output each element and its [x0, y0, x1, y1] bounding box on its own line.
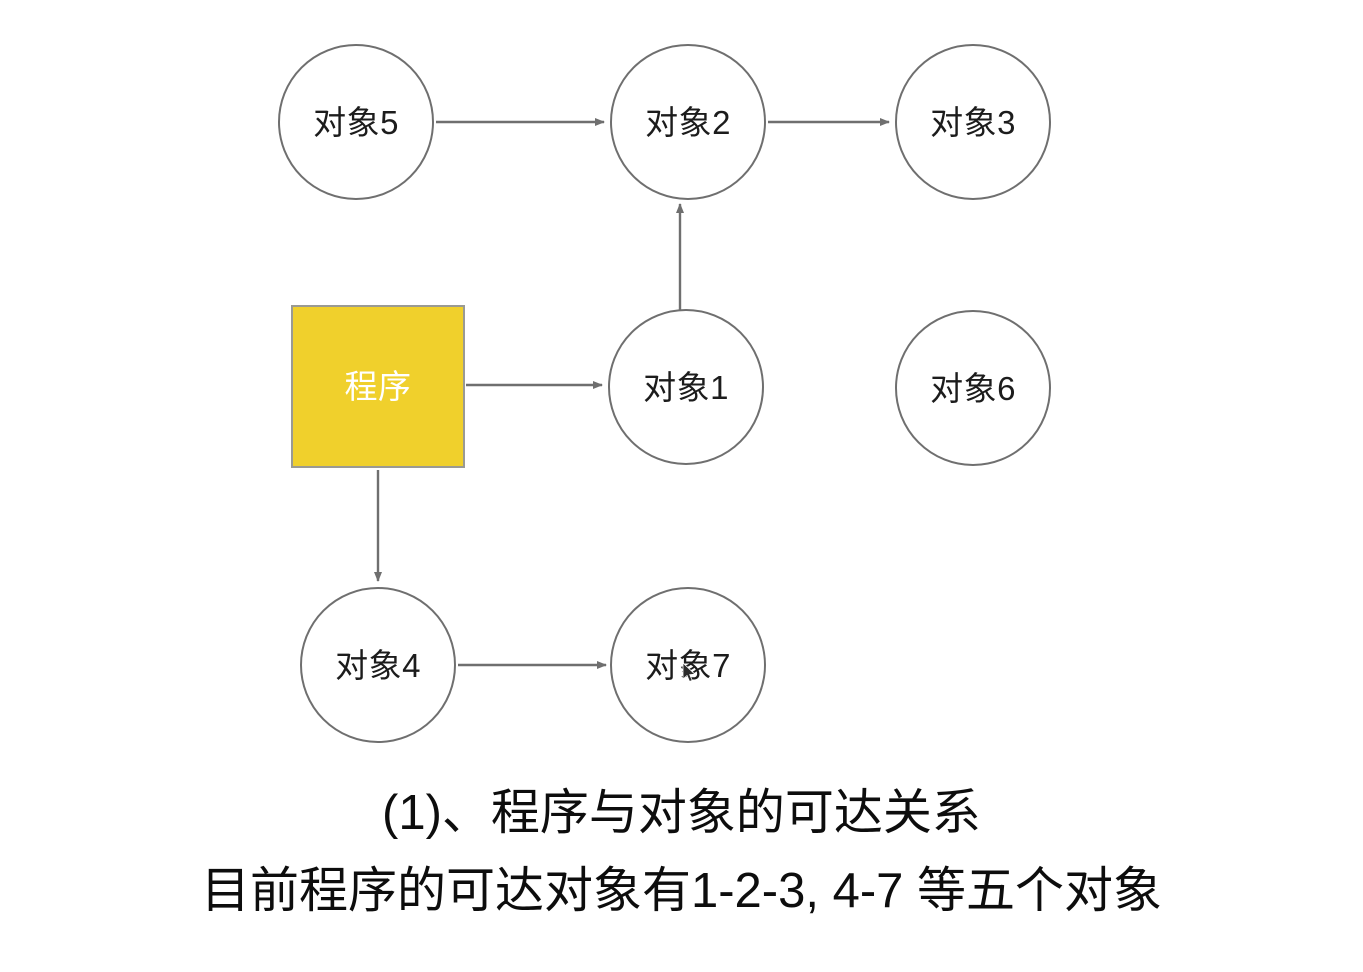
node-obj7-label: 对象7 [645, 646, 731, 684]
caption-line-1: (1)、程序与对象的可达关系 [382, 786, 981, 840]
node-obj5-label: 对象5 [313, 103, 399, 141]
node-obj3[interactable]: 对象3 [895, 44, 1051, 200]
node-obj4-label: 对象4 [335, 646, 421, 684]
node-obj4[interactable]: 对象4 [300, 587, 456, 743]
node-obj2[interactable]: 对象2 [610, 44, 766, 200]
node-obj1[interactable]: 对象1 [608, 309, 764, 465]
caption-line-2: 目前程序的可达对象有1-2-3, 4-7 等五个对象 [200, 864, 1163, 918]
node-program[interactable]: 程序 [291, 305, 465, 468]
node-obj5[interactable]: 对象5 [278, 44, 434, 200]
node-obj6[interactable]: 对象6 [895, 310, 1051, 466]
node-obj6-label: 对象6 [930, 369, 1016, 407]
node-obj3-label: 对象3 [930, 103, 1016, 141]
node-obj7[interactable]: 对象7 [610, 587, 766, 743]
node-obj2-label: 对象2 [645, 103, 731, 141]
node-obj1-label: 对象1 [643, 368, 729, 406]
node-program-label: 程序 [344, 368, 412, 405]
